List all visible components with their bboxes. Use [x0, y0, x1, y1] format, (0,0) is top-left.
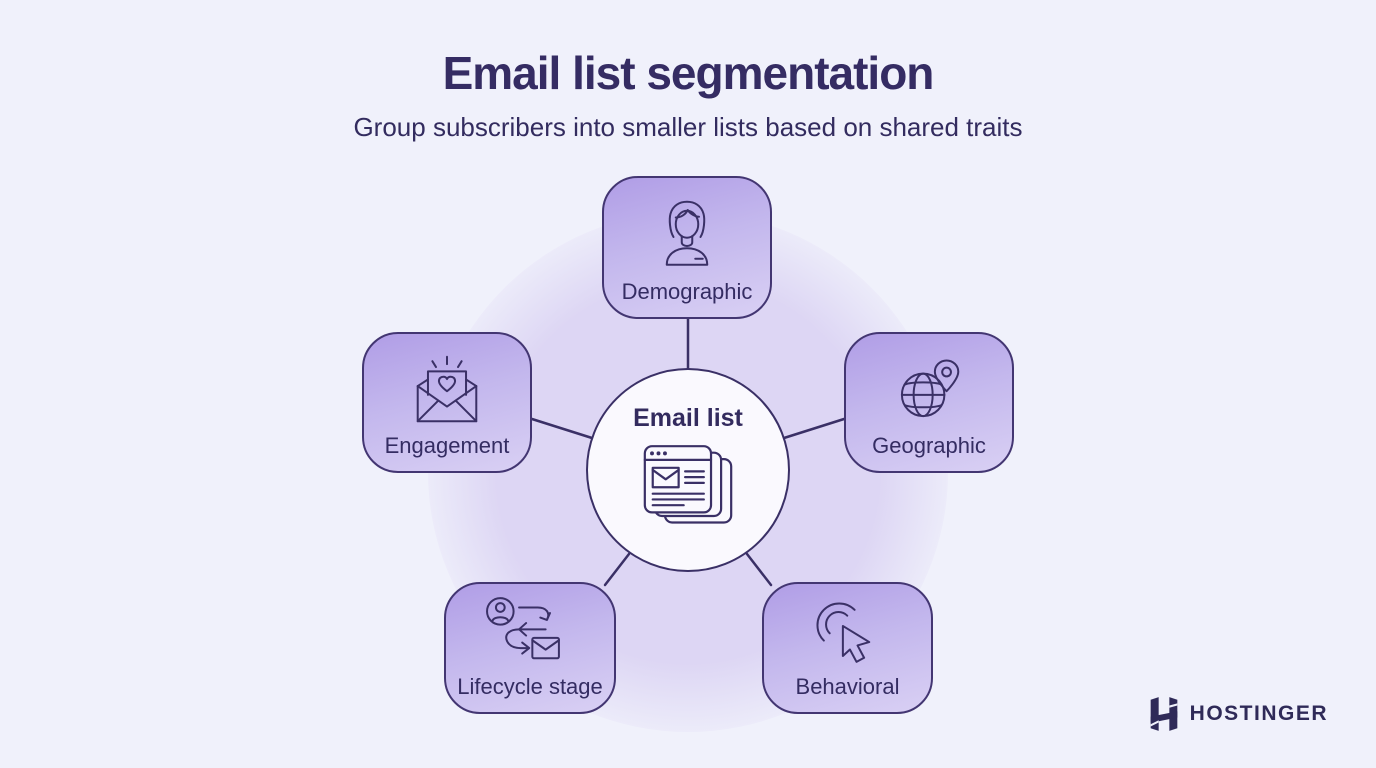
node-label-behavioral: Behavioral — [795, 674, 900, 699]
brand-logo: HOSTINGER — [1148, 696, 1328, 732]
node-geographic: Geographic — [844, 332, 1014, 473]
node-demographic: Demographic — [602, 176, 772, 319]
node-label-engagement: Engagement — [384, 433, 510, 458]
node-engagement: Engagement — [362, 332, 532, 473]
node-label-demographic: Demographic — [621, 279, 753, 304]
node-label-lifecycle-stage: Lifecycle stage — [457, 674, 603, 699]
page-title: Email list segmentation — [442, 47, 935, 99]
node-lifecycle-stage: Lifecycle stage — [444, 582, 616, 714]
header: Email list segmentation Group subscriber… — [0, 46, 1376, 143]
page-subtitle: Group subscribers into smaller lists bas… — [353, 112, 1023, 142]
brand-wordmark: HOSTINGER — [1189, 702, 1328, 725]
node-label-geographic: Geographic — [872, 433, 986, 458]
open-envelope-heart-icon — [400, 348, 494, 430]
hostinger-h-icon — [1150, 697, 1177, 731]
center-email-list-node: Email list — [586, 368, 790, 572]
stacked-email-windows-icon — [636, 439, 740, 534]
globe-pin-icon — [886, 348, 972, 430]
lifecycle-arrows-icon — [480, 593, 580, 675]
node-behavioral: Behavioral — [762, 582, 933, 714]
person-icon — [645, 192, 729, 276]
center-label: Email list — [633, 404, 743, 432]
cursor-click-icon — [807, 593, 889, 675]
